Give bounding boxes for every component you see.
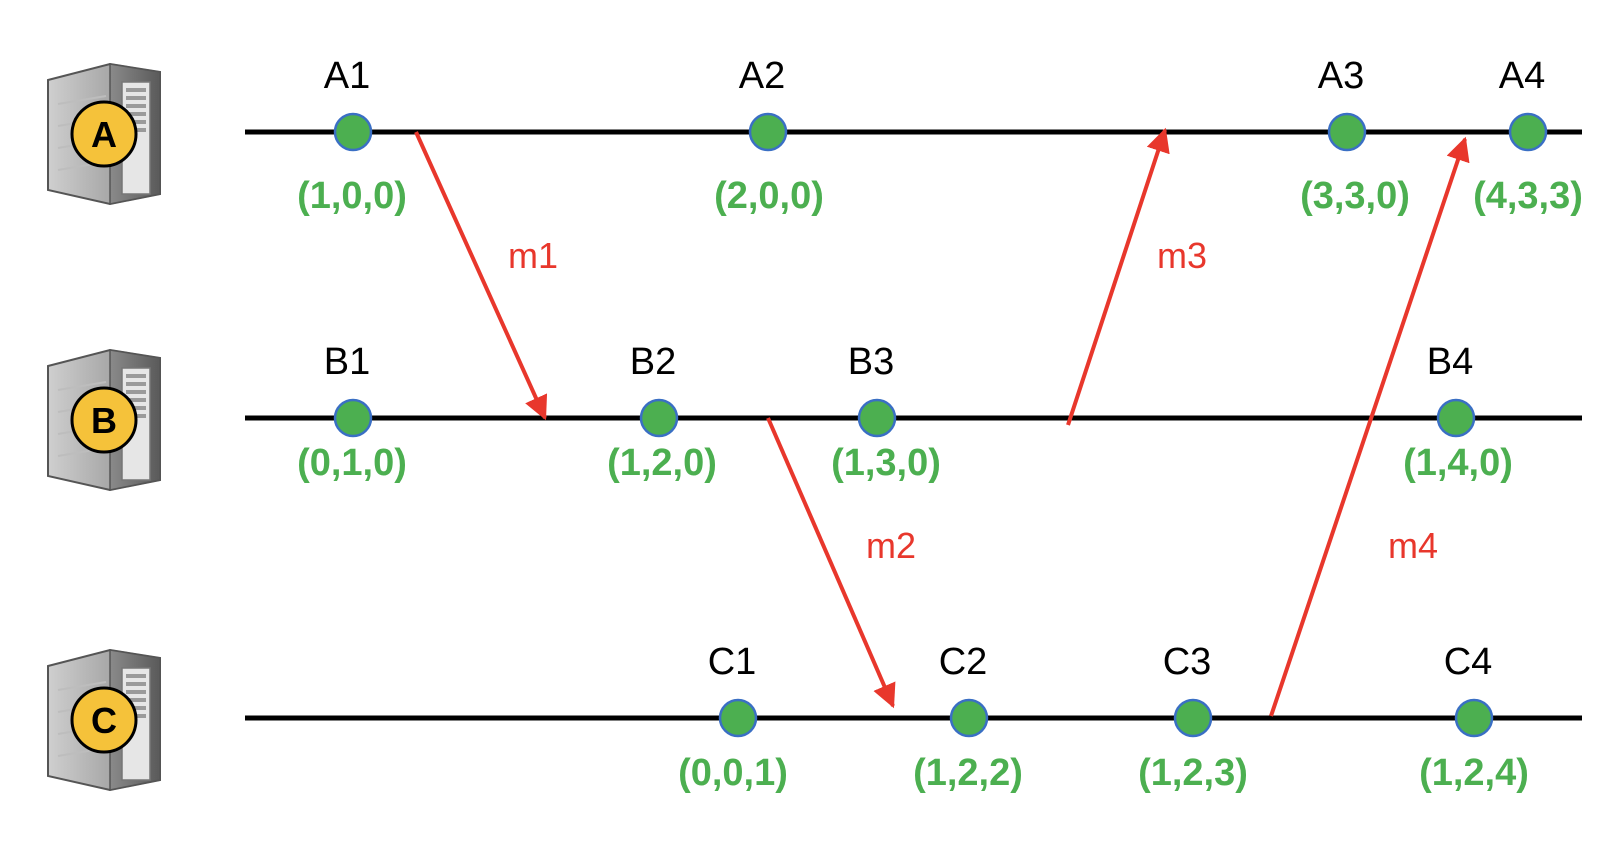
server-vent	[126, 374, 146, 378]
event-dot	[639, 398, 679, 438]
event-label: B1	[324, 341, 370, 383]
process-badge	[70, 386, 138, 454]
event-dot	[949, 698, 989, 738]
vector-clock: (3,3,0)	[1300, 175, 1410, 217]
server-vent	[126, 698, 146, 702]
server-icon: C	[47, 648, 161, 792]
server-vent	[126, 88, 146, 92]
message-label: m3	[1157, 235, 1207, 276]
vector-clock: (0,1,0)	[297, 442, 407, 484]
message-arrow	[766, 417, 896, 709]
process-badge	[70, 686, 138, 754]
server-line	[57, 95, 107, 105]
event-dot	[1454, 698, 1494, 738]
server-vent	[126, 104, 146, 108]
server-vent	[126, 96, 146, 100]
message-arrow	[1066, 127, 1170, 426]
vector-clock: (1,3,0)	[831, 442, 941, 484]
server-vent	[126, 390, 146, 394]
vector-clock: (1,2,0)	[607, 442, 717, 484]
message-label: m1	[508, 235, 558, 276]
event-dot	[1327, 112, 1367, 152]
event-label: A2	[739, 55, 785, 97]
event-dot	[1173, 698, 1213, 738]
event-label: A4	[1499, 55, 1545, 97]
server-vent	[126, 674, 146, 678]
vector-clock: (4,3,3)	[1473, 175, 1583, 217]
vector-clock: (1,4,0)	[1403, 442, 1513, 484]
vector-clock: (1,2,4)	[1419, 752, 1529, 794]
vector-clock: (1,2,3)	[1138, 752, 1248, 794]
event-label: C1	[708, 641, 757, 683]
server-line	[57, 681, 107, 691]
vector-clock: (2,0,0)	[714, 175, 824, 217]
event-dot	[748, 112, 788, 152]
event-label: B3	[848, 341, 894, 383]
event-label: C3	[1163, 641, 1212, 683]
server-vent	[126, 382, 146, 386]
message-label: m2	[866, 525, 916, 566]
process-badge-letter: A	[91, 114, 117, 155]
vector-clock: (0,0,1)	[678, 752, 788, 794]
event-dot	[333, 398, 373, 438]
process-badge	[70, 100, 138, 168]
server-vent	[126, 112, 146, 116]
server-vent	[126, 706, 146, 710]
server-vent	[126, 682, 146, 686]
event-dot	[333, 112, 373, 152]
server-icon: A	[47, 62, 161, 206]
process-badge-letter: C	[91, 700, 117, 741]
event-label: B4	[1427, 341, 1473, 383]
event-label: C2	[939, 641, 988, 683]
event-label: A3	[1318, 55, 1364, 97]
server-line	[57, 381, 107, 391]
server-vent	[126, 398, 146, 402]
event-dot	[857, 398, 897, 438]
message-arrow	[414, 131, 548, 421]
event-label: A1	[324, 55, 370, 97]
event-label: B2	[630, 341, 676, 383]
event-dot	[1508, 112, 1548, 152]
vector-clock: (1,0,0)	[297, 175, 407, 217]
server-vent	[126, 120, 146, 124]
server-vent	[126, 406, 146, 410]
server-vent	[126, 690, 146, 694]
event-label: C4	[1444, 641, 1493, 683]
event-dot	[1436, 398, 1476, 438]
server-icon: B	[47, 348, 161, 492]
message-label: m4	[1388, 525, 1438, 566]
message-arrow	[1269, 136, 1470, 717]
vector-clock: (1,2,2)	[913, 752, 1023, 794]
process-badge-letter: B	[91, 400, 117, 441]
event-dot	[718, 698, 758, 738]
